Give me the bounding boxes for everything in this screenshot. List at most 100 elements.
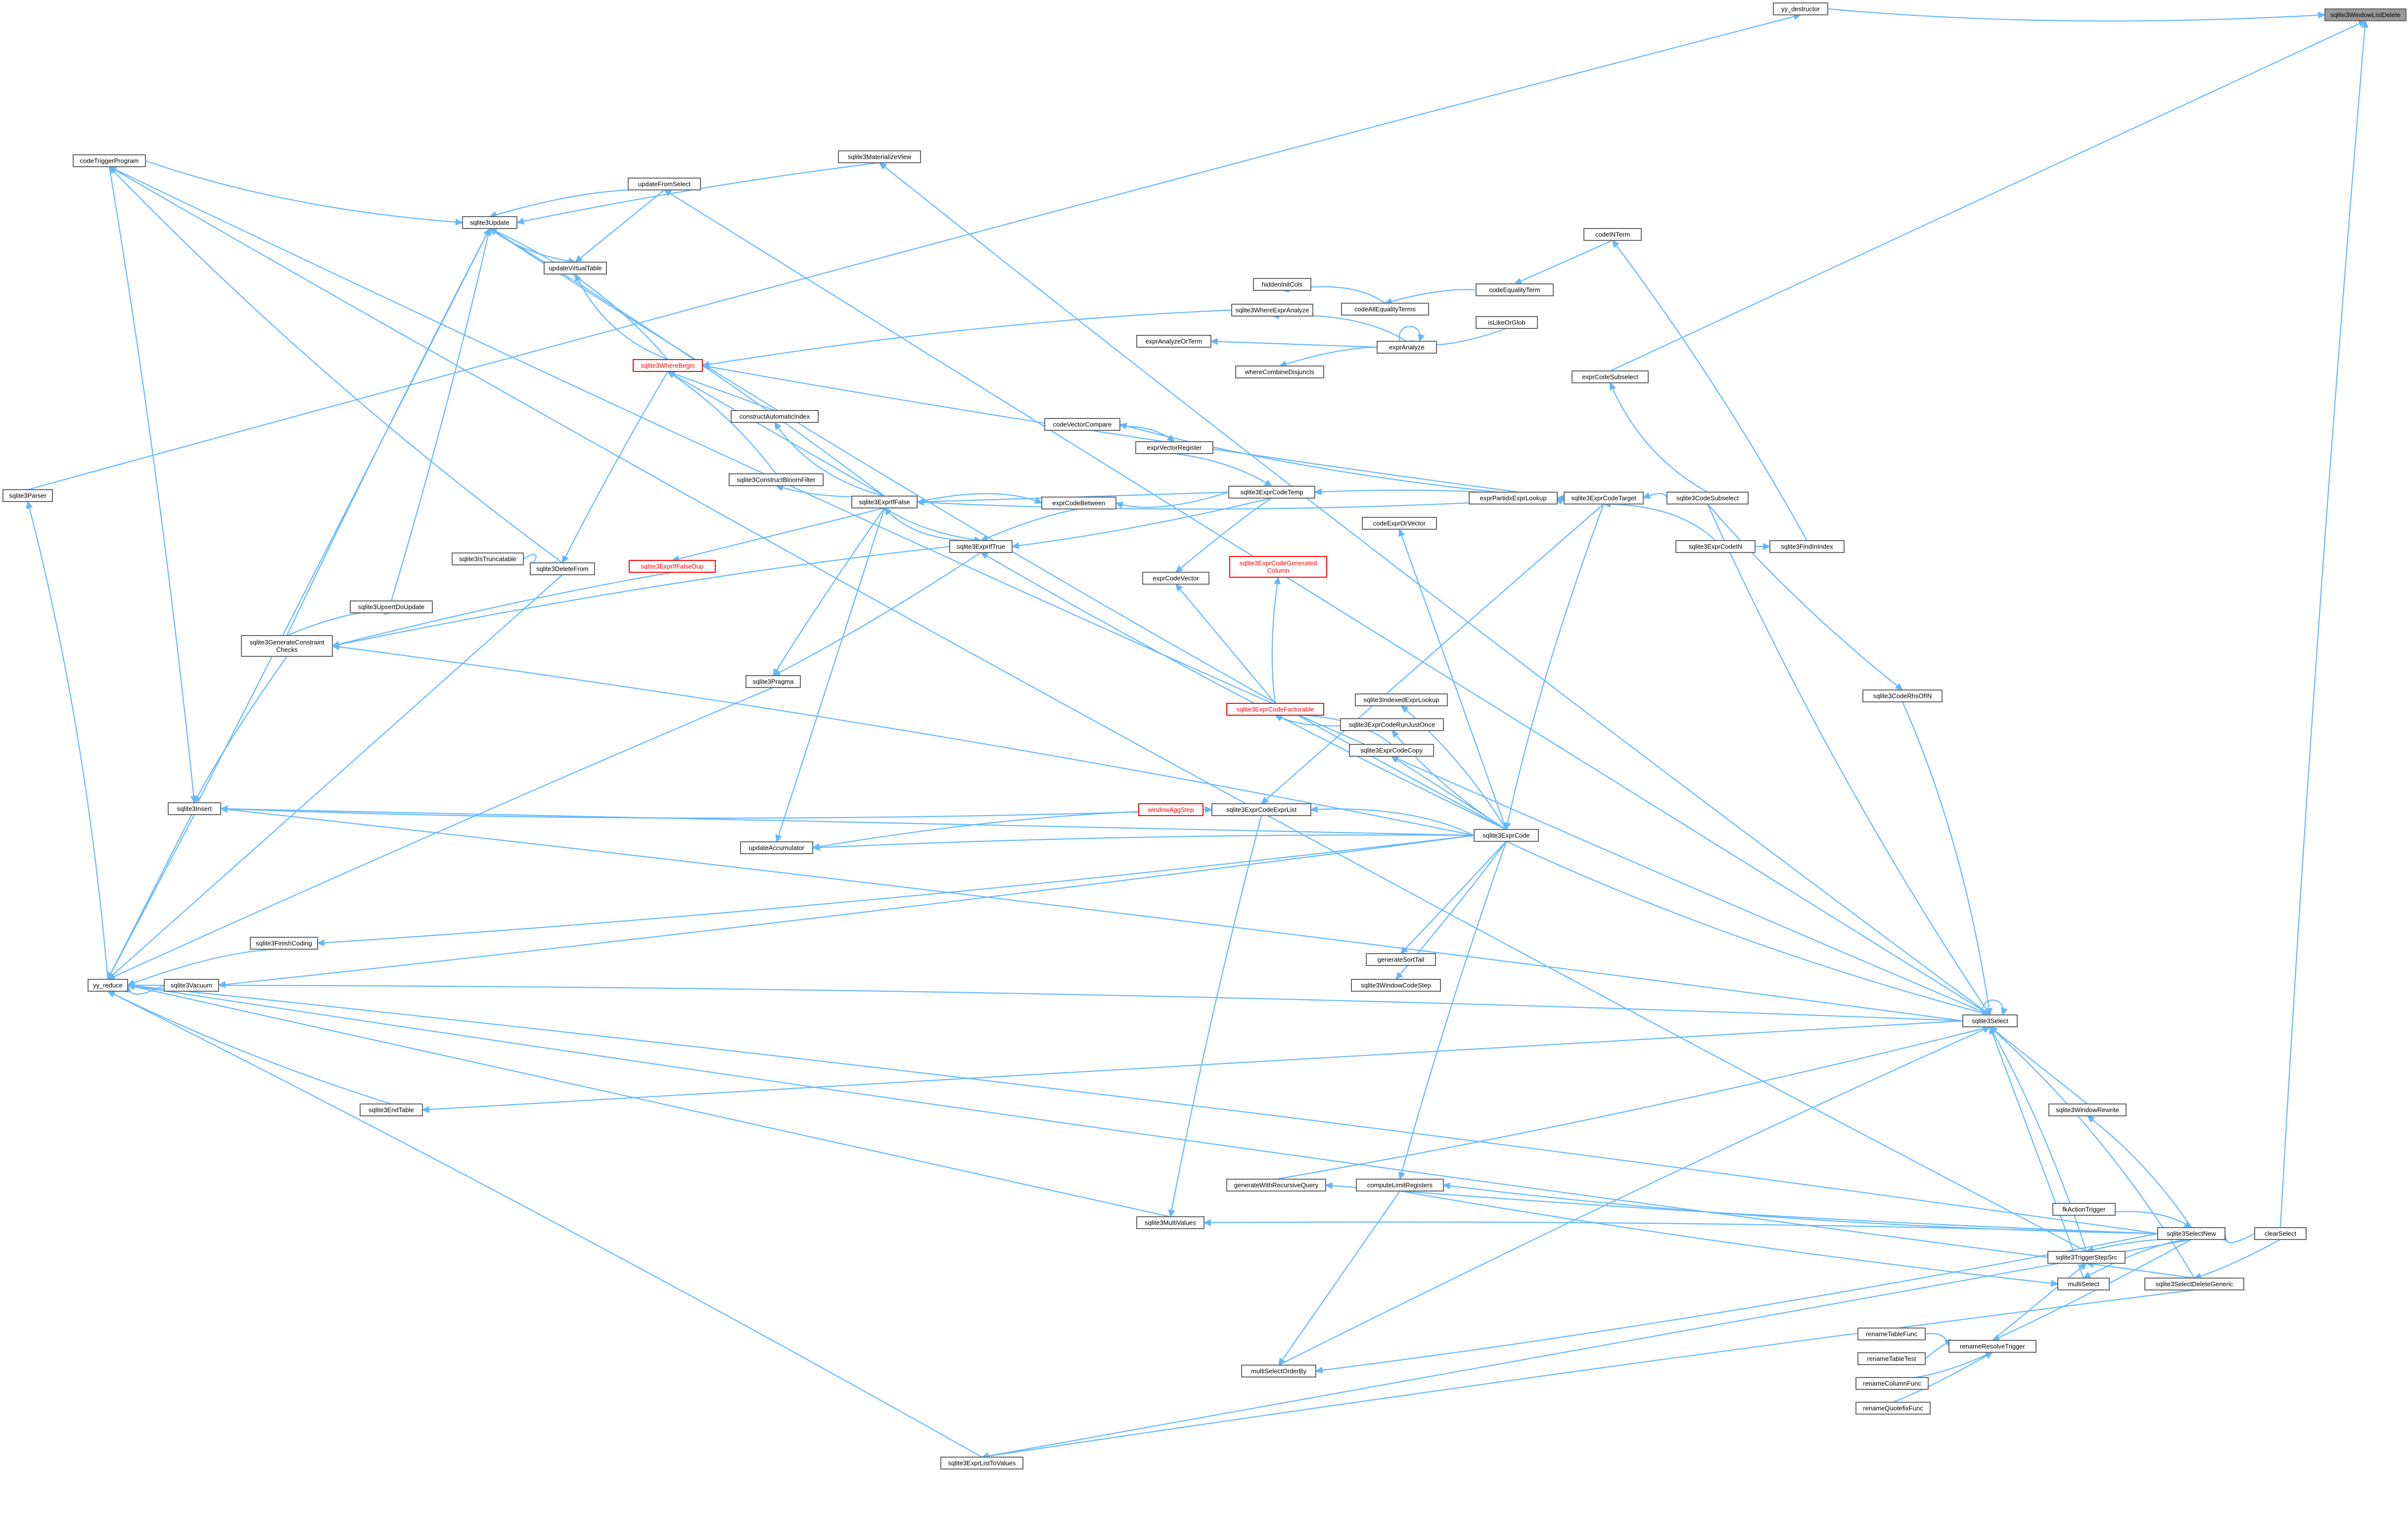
node-yydestructor[interactable]: yy_destructor [1773,2,1828,15]
node-box[interactable] [949,540,1013,553]
node-exprlistvalues[interactable]: sqlite3ExprListToValues [940,1457,1023,1469]
node-box[interactable] [1857,1352,1926,1365]
node-box[interactable] [1226,703,1324,716]
node-box[interactable] [1675,540,1756,553]
node-box[interactable] [1341,303,1429,316]
node-exprifalsedup[interactable]: sqlite3ExprIfFalseDup [629,560,716,573]
node-codenterm[interactable]: codeINTerm [1583,228,1642,241]
node-box[interactable] [1583,228,1642,241]
node-box[interactable] [1351,979,1441,992]
node-indexedexpr[interactable]: sqlite3IndexedExprLookup [1355,693,1448,706]
node-codeallequality[interactable]: codeAllEqualityTerms [1341,303,1429,316]
node-constauto[interactable]: constructAutomaticIndex [731,410,819,423]
node-box[interactable] [633,359,703,372]
node-exprcodecopy[interactable]: sqlite3ExprCodeCopy [1349,744,1434,757]
node-exprcodesubsel[interactable]: exprCodeSubselect [1572,370,1649,383]
node-yyreduce[interactable]: yy_reduce [88,979,128,992]
node-multivalues[interactable]: sqlite3MultiValues [1136,1216,1204,1229]
node-sqliteparser[interactable]: sqlite3Parser [2,489,53,502]
node-box[interactable] [1211,803,1311,816]
node-box[interactable] [729,473,824,486]
node-root[interactable]: sqlite3WindowListDelete [2324,8,2407,21]
node-exprcodetemp[interactable]: sqlite3ExprCodeTemp [1228,486,1315,499]
node-renamecolumnfunc[interactable]: renameColumnFunc [1855,1377,1929,1390]
node-select[interactable]: sqlite3Select [1962,1014,2018,1027]
node-box[interactable] [1572,370,1649,383]
node-wherecombine[interactable]: whereCombineDisjuncts [1235,366,1324,378]
node-box[interactable] [628,178,701,190]
node-hiddencols[interactable]: hiddenInitCols [1253,278,1311,291]
node-box[interactable] [2057,1278,2110,1290]
node-box[interactable] [740,841,813,854]
node-matview[interactable]: sqlite3MaterializeView [838,150,921,163]
node-exprcodelist[interactable]: sqlite3ExprCodeExprList [1211,803,1311,816]
node-box[interactable] [1044,418,1120,431]
node-box[interactable] [1474,829,1539,842]
node-update[interactable]: sqlite3Update [462,216,517,229]
node-wherexpranalyze[interactable]: sqlite3WhereExprAnalyze [1231,304,1313,317]
node-exprifalse[interactable]: sqlite3ExprIfFalse [851,496,918,508]
node-islike[interactable]: isLikeOrGlob [1476,316,1538,329]
node-box[interactable] [940,1457,1023,1469]
node-codesubselect[interactable]: sqlite3CodeSubselect [1667,492,1749,505]
node-codetrig[interactable]: codeTriggerProgram [73,154,146,167]
node-box[interactable] [1041,497,1116,509]
node-box[interactable] [530,562,595,575]
node-finishcoding[interactable]: sqlite3FinishCoding [250,937,318,950]
node-updaccum[interactable]: updateAccumulator [740,841,813,854]
node-codeexpror[interactable]: codeExprOrVector [1362,517,1437,530]
node-computelimit[interactable]: computeLimitRegisters [1356,1179,1444,1192]
node-box[interactable] [1355,693,1448,706]
node-box[interactable] [1136,335,1211,348]
node-box[interactable] [1349,744,1434,757]
node-gensorttail[interactable]: generateSortTail [1366,953,1436,966]
node-box[interactable] [1962,1014,2018,1027]
node-box[interactable] [1476,283,1554,296]
node-exprvecreg[interactable]: exprVectorRegister [1135,441,1213,454]
node-renametablefunc[interactable]: renameTableFunc [1857,1328,1926,1340]
node-istrunc[interactable]: sqlite3IsTruncatable [452,552,524,565]
node-box[interactable] [1362,517,1437,530]
node-box[interactable] [2047,1251,2126,1264]
node-deletefrom[interactable]: sqlite3DeleteFrom [530,562,595,575]
node-box[interactable] [1356,1179,1444,1192]
node-fkactiontrig[interactable]: fkActionTrigger [2052,1203,2116,1216]
node-selectdelgeneric[interactable]: sqlite3SelectDeleteGeneric [2144,1278,2244,1290]
node-box[interactable] [1229,556,1327,578]
node-box[interactable] [1855,1402,1931,1415]
node-bloom[interactable]: sqlite3ConstructBloomFilter [729,473,824,486]
node-wherebegin[interactable]: sqlite3WhereBegin [633,359,703,372]
node-box[interactable] [2048,1103,2127,1116]
node-box[interactable] [1228,486,1315,499]
node-box[interactable] [1226,1179,1326,1192]
node-box[interactable] [745,675,801,688]
node-box[interactable] [2,489,53,502]
node-codertcheck[interactable]: sqlite3CodeRhsOfIN [1862,689,1943,702]
node-box[interactable] [1377,341,1437,354]
node-box[interactable] [241,635,333,657]
node-exprcode[interactable]: sqlite3ExprCode [1474,829,1539,842]
node-updfromsel[interactable]: updateFromSelect [628,178,701,190]
node-exprruntime[interactable]: sqlite3ExprCodeRunJustOnce [1340,718,1444,731]
node-selectnew[interactable]: sqlite3SelectNew [2157,1227,2225,1240]
node-box[interactable] [1769,540,1845,553]
node-box[interactable] [1948,1340,2037,1353]
node-box[interactable] [1340,718,1444,731]
node-box[interactable] [1241,1365,1316,1377]
node-multiselect[interactable]: multiSelect [2057,1278,2110,1290]
node-box[interactable] [1138,803,1204,816]
node-box[interactable] [1231,304,1313,317]
node-box[interactable] [1476,316,1538,329]
node-box[interactable] [1235,366,1324,378]
node-expranalyze[interactable]: exprAnalyze [1377,341,1437,354]
node-box[interactable] [851,496,918,508]
node-endtable[interactable]: sqlite3EndTable [360,1103,423,1116]
node-box[interactable] [1136,1216,1204,1229]
node-box[interactable] [1142,572,1209,585]
node-box[interactable] [2254,1227,2307,1240]
node-box[interactable] [1253,278,1311,291]
node-renamequotefix[interactable]: renameQuotefixFunc [1855,1402,1931,1415]
node-triggerstepsrc[interactable]: sqlite3TriggerStepSrc [2047,1251,2126,1264]
node-box[interactable] [2144,1278,2244,1290]
